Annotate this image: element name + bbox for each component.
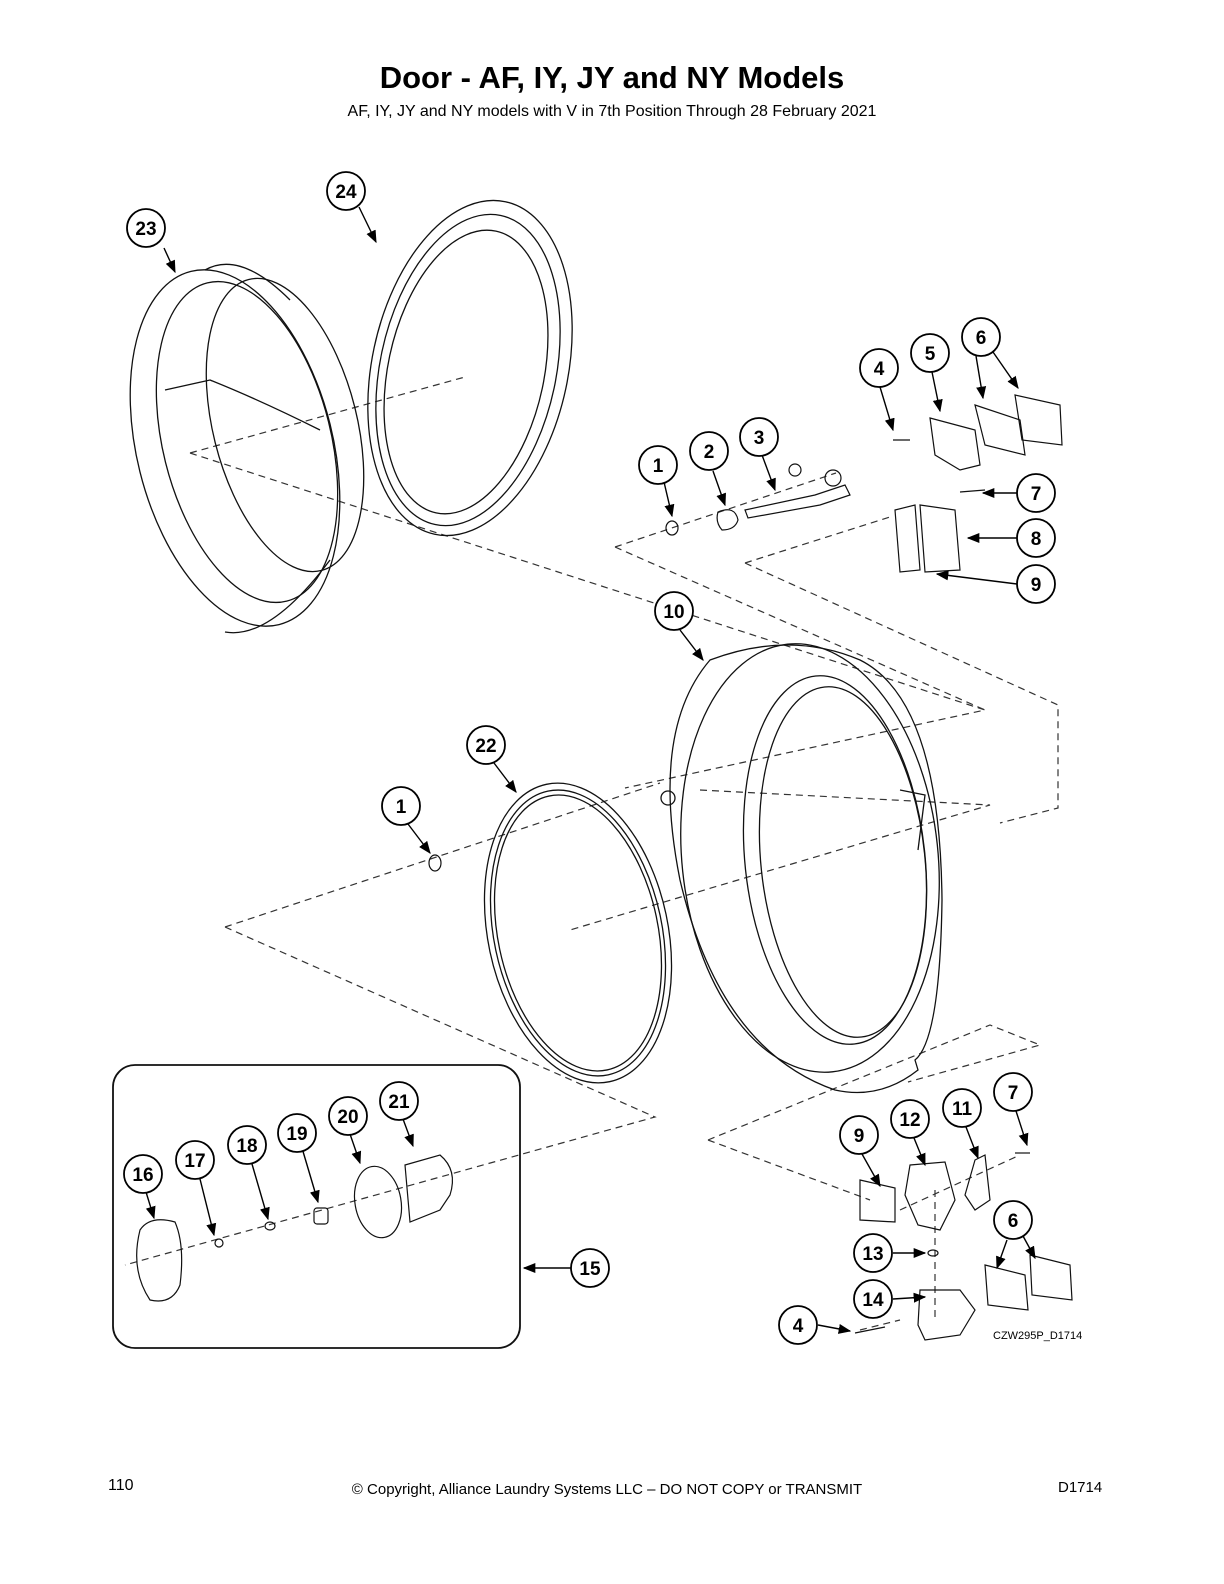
callout-4: 4 — [793, 1316, 804, 1337]
callout-19: 19 — [286, 1124, 307, 1145]
callout-13: 13 — [862, 1244, 883, 1265]
handle-inset-box — [112, 1064, 521, 1349]
callout-5: 5 — [925, 344, 936, 365]
page-subtitle: AF, IY, JY and NY models with V in 7th P… — [347, 103, 877, 120]
callout-7: 7 — [1031, 484, 1042, 505]
callout-10: 10 — [663, 602, 684, 623]
callout-24: 24 — [335, 182, 357, 203]
callout-labels: 23 24 1 2 3 4 5 6 7 8 9 10 22 1 15 16 17… — [132, 182, 1041, 1337]
callout-23: 23 — [135, 219, 156, 240]
callout-9: 9 — [1031, 575, 1042, 596]
callout-14: 14 — [862, 1290, 884, 1311]
page-number: 110 — [108, 1477, 134, 1494]
callout-circles — [123, 171, 1056, 1345]
copyright-notice: © Copyright, Alliance Laundry Systems LL… — [351, 1481, 863, 1498]
callout-8: 8 — [1031, 529, 1042, 550]
callout-11: 11 — [952, 1099, 973, 1120]
callout-17: 17 — [184, 1151, 205, 1172]
callout-20: 20 — [337, 1107, 358, 1128]
callout-16: 16 — [132, 1165, 153, 1186]
callout-6: 6 — [1008, 1211, 1019, 1232]
callout-4: 4 — [874, 359, 885, 380]
drawing-code: CZW295P_D1714 — [993, 1330, 1082, 1342]
leader-lines — [145, 206, 1036, 1334]
callout-1: 1 — [653, 456, 664, 477]
callout-21: 21 — [388, 1092, 410, 1113]
part-22-gasket — [483, 782, 673, 1084]
callout-22: 22 — [475, 736, 496, 757]
callout-9: 9 — [854, 1126, 865, 1147]
part-24-inner-ring — [367, 199, 573, 537]
hardware-parts — [428, 394, 1073, 1341]
callout-1: 1 — [396, 797, 407, 818]
document-code: D1714 — [1058, 1479, 1103, 1496]
handle-inset-parts — [136, 1154, 453, 1302]
part-10-door-frame — [660, 643, 943, 1094]
assembly-dashed-lines — [124, 376, 1059, 1331]
page-title: Door - AF, IY, JY and NY Models — [379, 60, 845, 95]
callout-7: 7 — [1008, 1083, 1019, 1104]
callout-12: 12 — [899, 1110, 920, 1131]
part-23-outer-ring — [129, 263, 365, 634]
callout-6: 6 — [976, 328, 987, 349]
callout-15: 15 — [579, 1259, 601, 1280]
callout-18: 18 — [236, 1136, 257, 1157]
callout-3: 3 — [754, 428, 765, 449]
callout-2: 2 — [704, 442, 715, 463]
